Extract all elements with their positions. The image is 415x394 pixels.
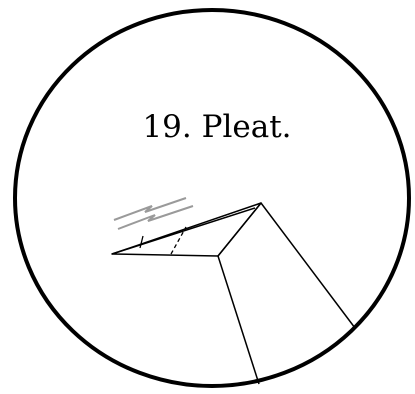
frame-circle xyxy=(15,10,409,386)
step-title: 19. Pleat. xyxy=(142,109,291,145)
